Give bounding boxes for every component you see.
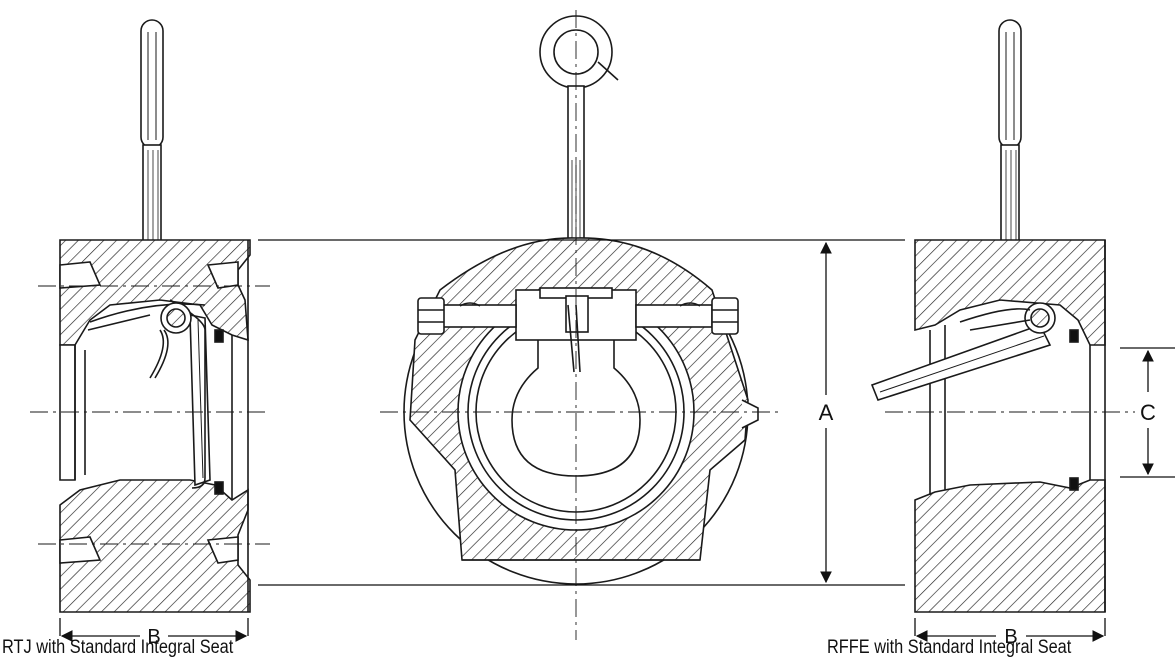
left-plug	[417, 297, 445, 335]
a-label: A	[819, 400, 834, 425]
lifting-eye	[539, 15, 619, 241]
caption-rffe: RFFE with Standard Integral Seat	[827, 637, 1072, 658]
right-plug	[711, 297, 739, 335]
left-b-label: B	[147, 626, 160, 648]
right-b-dimension	[914, 618, 1106, 642]
right-b-label: B	[1004, 626, 1017, 648]
right-section-view	[870, 19, 1135, 613]
center-end-view	[380, 10, 780, 640]
c-label: C	[1140, 400, 1156, 425]
left-bore	[59, 344, 76, 481]
left-disc	[189, 314, 211, 487]
a-dimension	[258, 239, 905, 586]
left-b-dimension	[59, 618, 249, 642]
right-body-bottom	[914, 479, 1106, 613]
left-section-view	[30, 19, 270, 613]
right-disc-open	[870, 324, 1052, 401]
caption-rtj: RTJ with Standard Integral Seat	[2, 637, 234, 658]
c-dimension	[1120, 347, 1175, 478]
